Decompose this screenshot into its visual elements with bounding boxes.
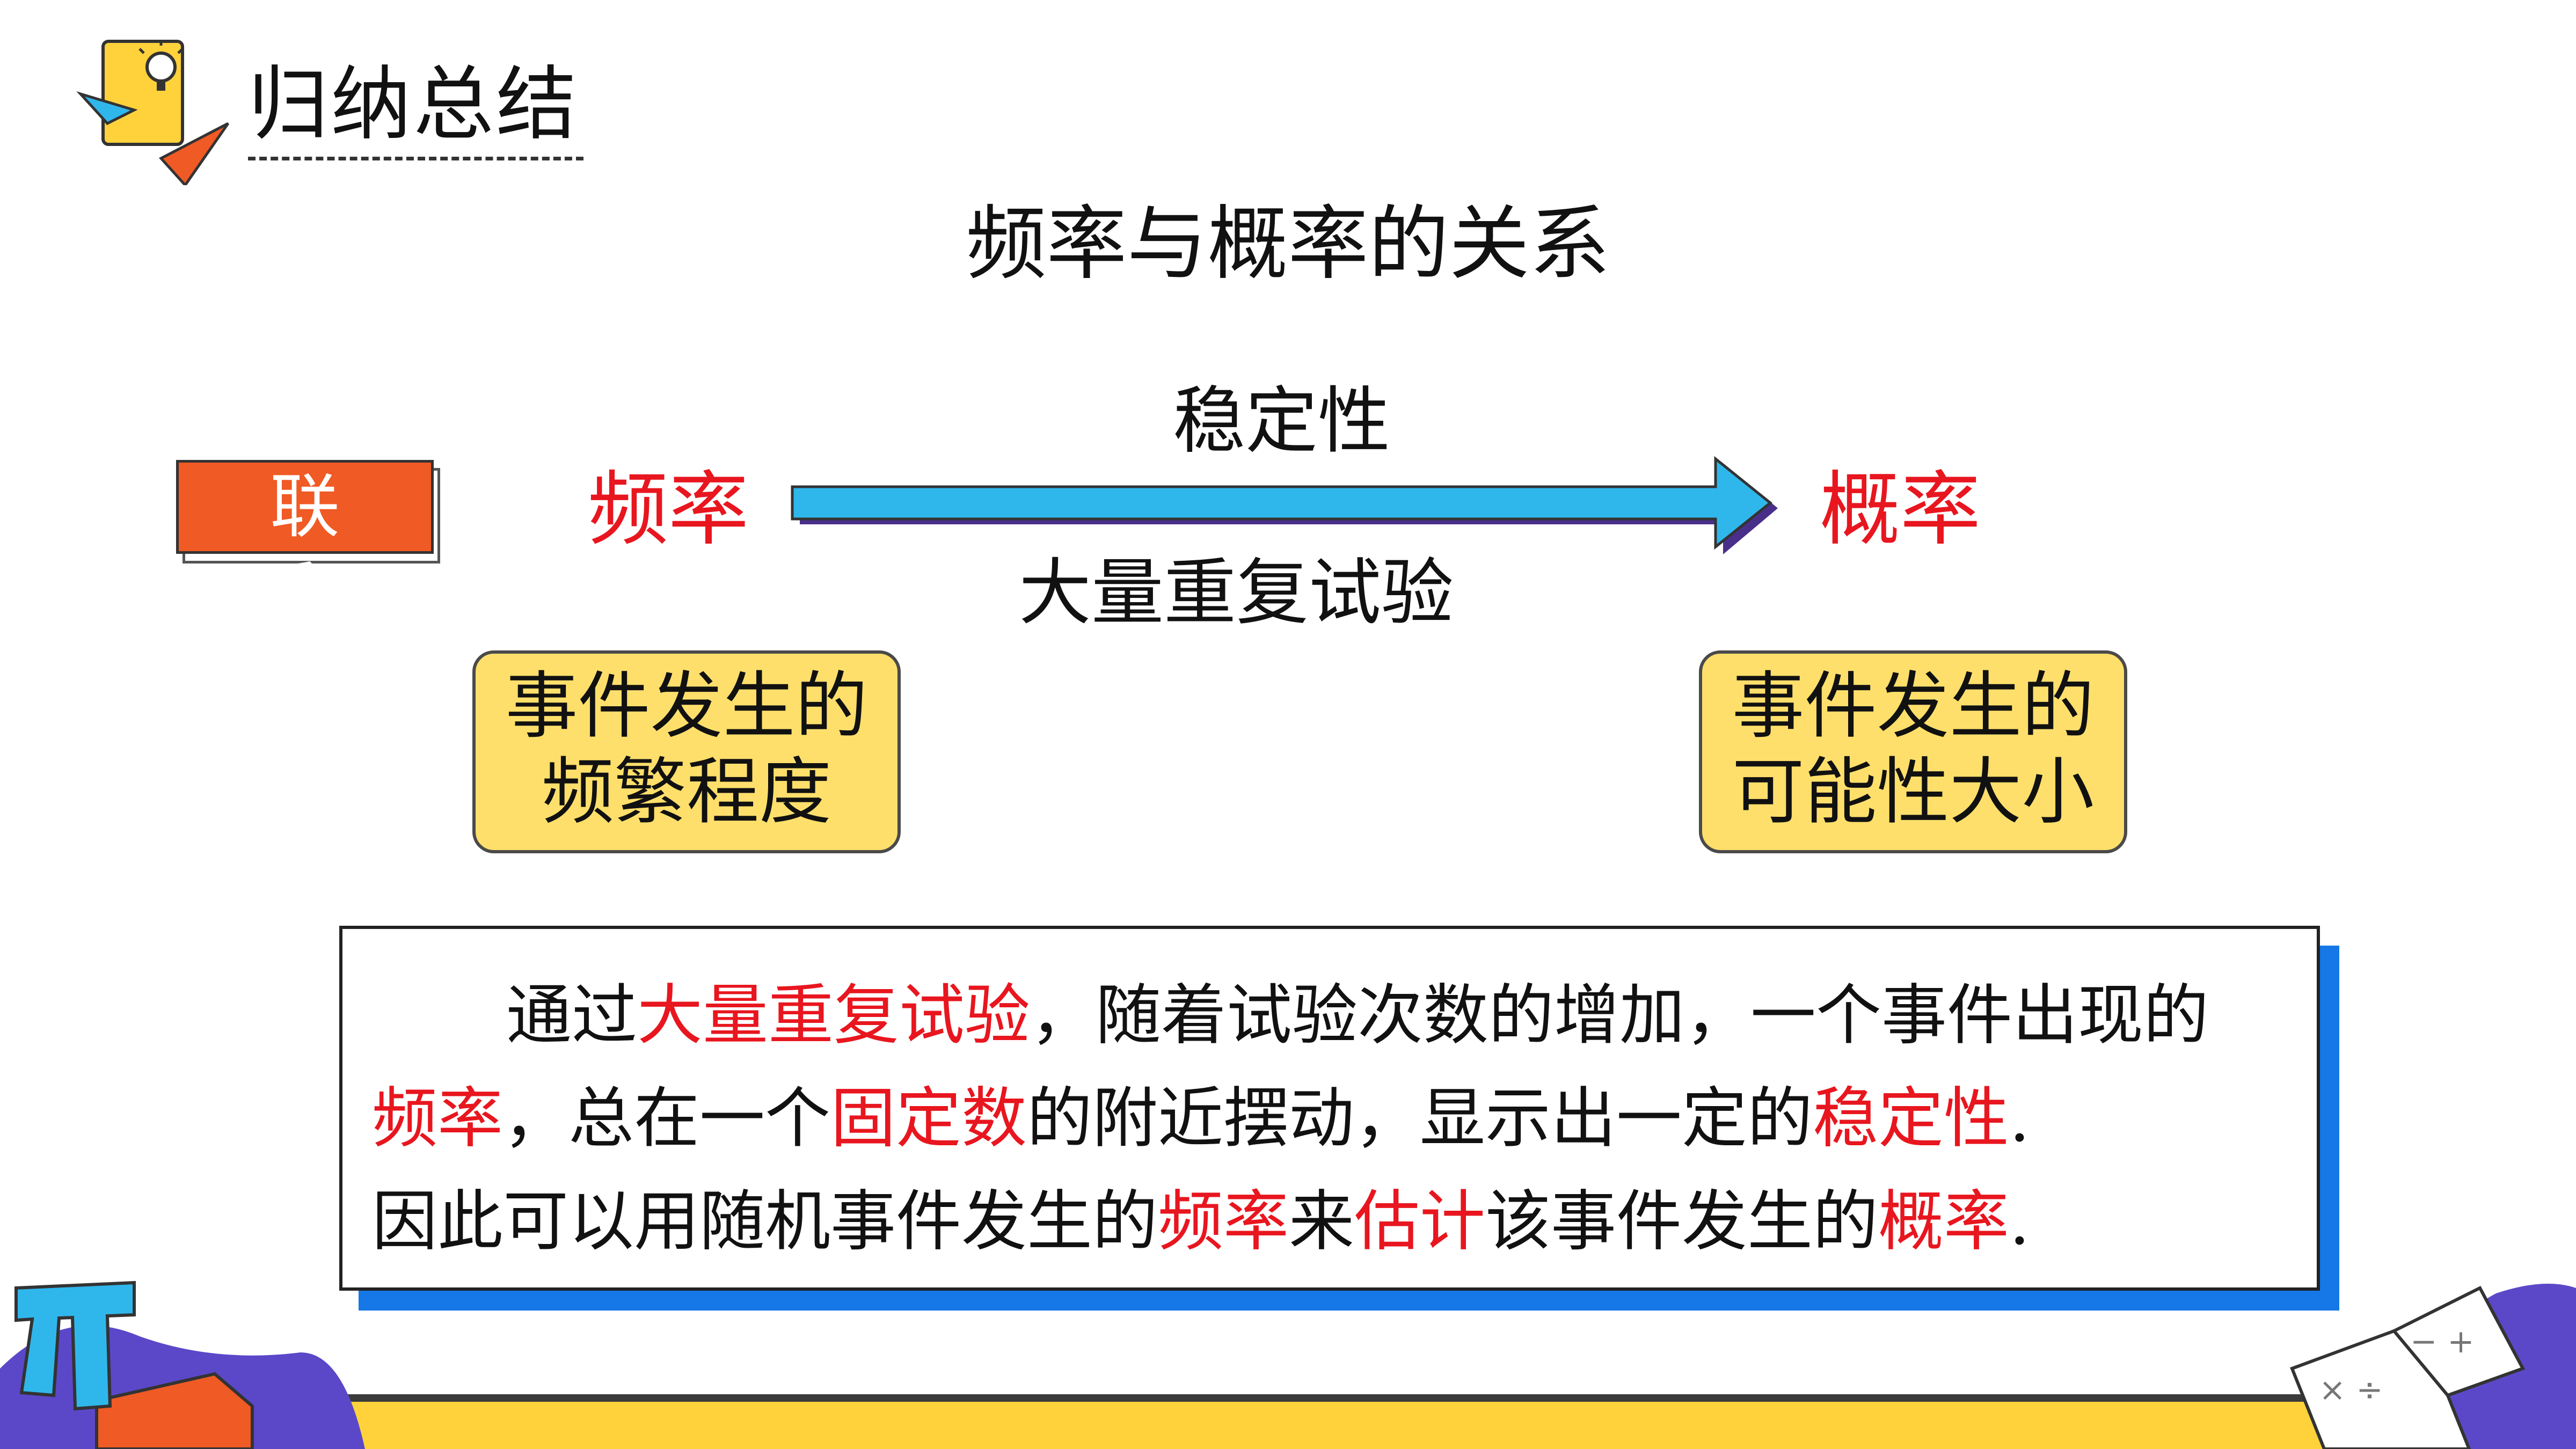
probability-label: 概率 [1820, 463, 1981, 557]
probability-desc-line1: 事件发生的 [1732, 664, 2095, 748]
right-arrow-icon [791, 456, 1778, 554]
footer-decoration: × ÷ − + [0, 1280, 2576, 1449]
link-label: 联 系 [176, 460, 434, 636]
footer-band [344, 1394, 2383, 1449]
summary-line-1: 通过大量重复试验，随着试验次数的增加，一个事件出现的 [506, 977, 2209, 1053]
frequency-description-box: 事件发生的 频繁程度 [472, 650, 901, 853]
arrow-bottom-label: 大量重复试验 [1019, 551, 1454, 635]
summary-line-3: 因此可以用随机事件发生的频率来估计该事件发生的概率. [372, 1183, 2030, 1260]
summary-line-2: 频率，总在一个固定数的附近摆动，显示出一定的稳定性. [372, 1080, 2030, 1157]
probability-desc-line2: 可能性大小 [1732, 750, 2095, 834]
title-underline [248, 157, 583, 160]
frequency-label: 频率 [588, 463, 749, 557]
probability-description-box: 事件发生的 可能性大小 [1699, 650, 2127, 853]
svg-text:× ÷: × ÷ [2319, 1371, 2383, 1409]
footer-stripe [344, 1394, 2383, 1402]
section-title: 归纳总结 [248, 58, 579, 151]
paper-plane-document-icon [76, 40, 230, 185]
pi-symbol-icon [0, 1280, 365, 1449]
frequency-desc-line2: 频繁程度 [542, 750, 831, 834]
page-title: 频率与概率的关系 [966, 197, 1610, 291]
summary-box: 通过大量重复试验，随着试验次数的增加，一个事件出现的 频率，总在一个固定数的附近… [339, 926, 2320, 1291]
arrow-top-label: 稳定性 [1173, 379, 1390, 463]
svg-text:− +: − + [2410, 1323, 2475, 1360]
open-book-math-icon: × ÷ − + [2290, 1284, 2576, 1449]
frequency-desc-line1: 事件发生的 [505, 664, 868, 748]
